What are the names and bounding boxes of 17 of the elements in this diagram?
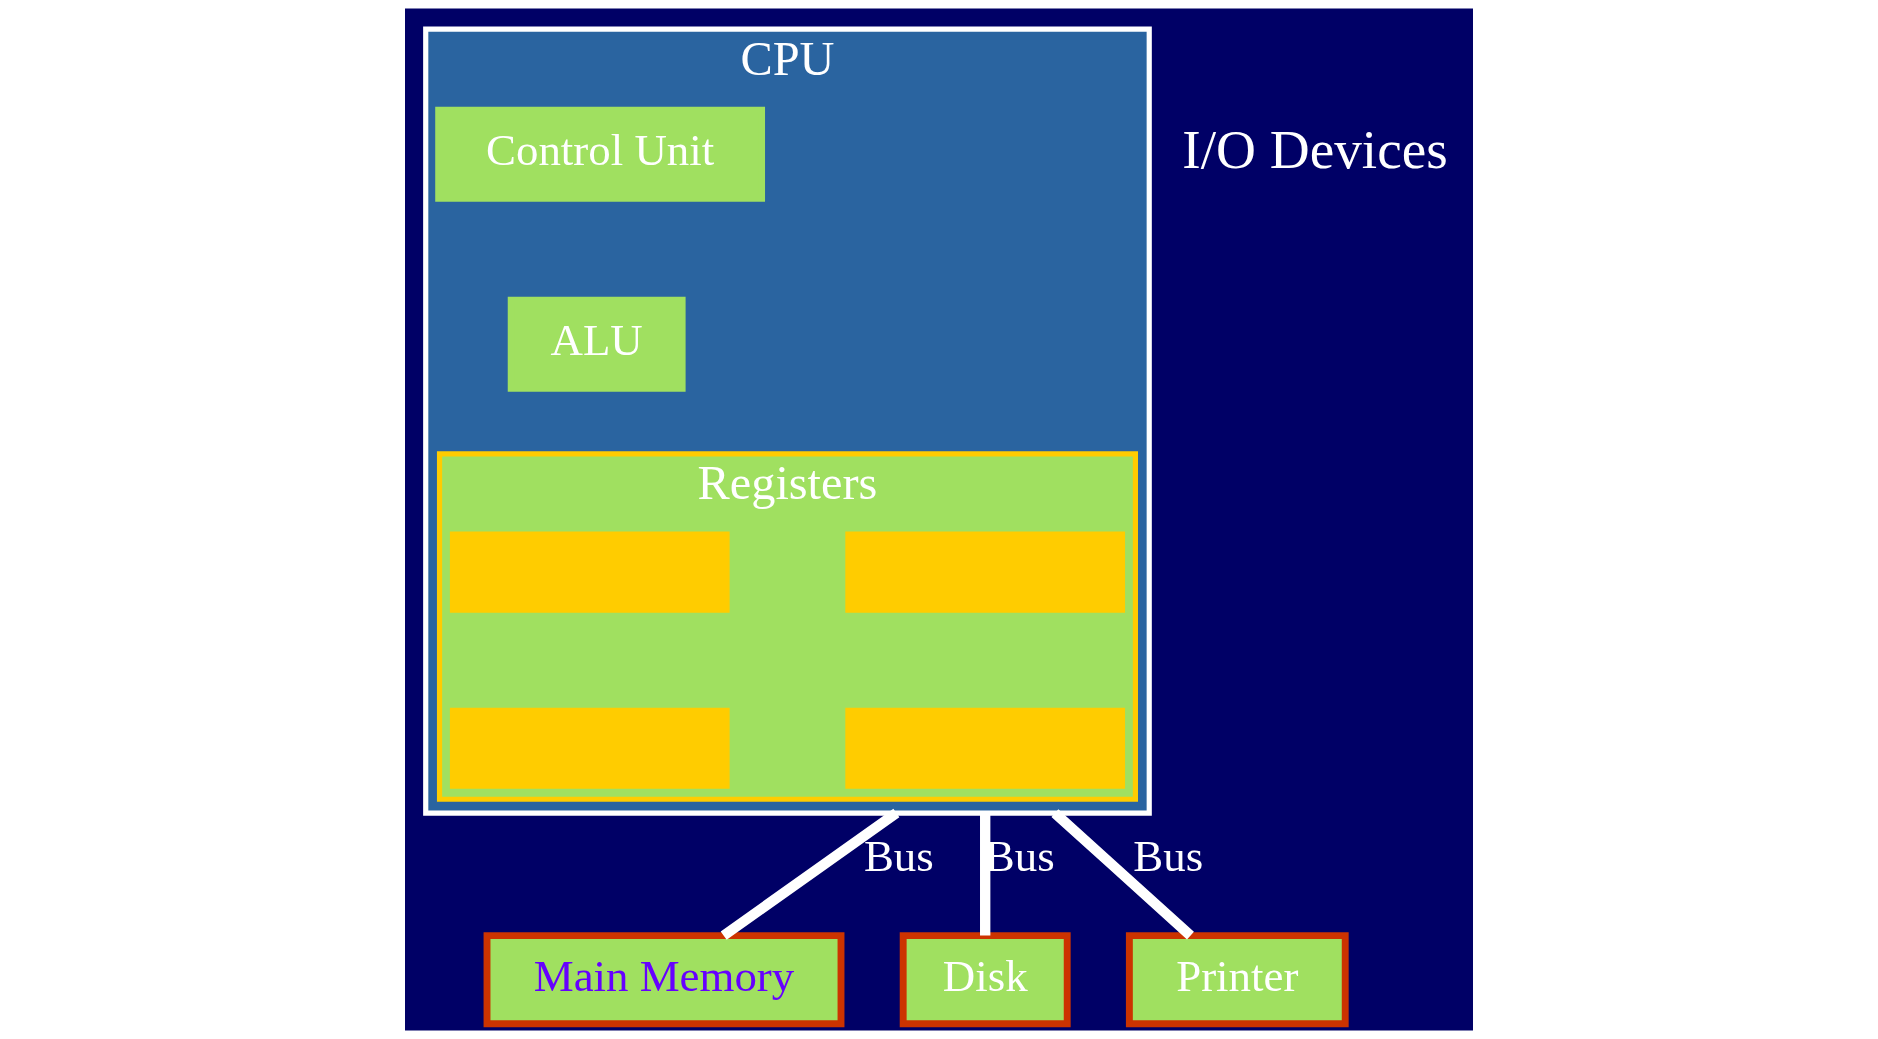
node-box bbox=[845, 531, 1126, 613]
node-box: Main Memory bbox=[483, 932, 845, 1028]
edge-label: Bus bbox=[1133, 831, 1204, 882]
node-box bbox=[845, 707, 1126, 789]
connector bbox=[1051, 809, 1194, 940]
label: I/O Devices bbox=[1182, 119, 1448, 181]
edge-label: Bus bbox=[863, 831, 934, 882]
node-box: Control Unit bbox=[435, 106, 766, 202]
edge-label: Bus bbox=[984, 831, 1055, 882]
cluster: Registers bbox=[436, 451, 1138, 802]
node-box: Printer bbox=[1125, 932, 1349, 1028]
node-box: ALU bbox=[507, 296, 686, 392]
node-box bbox=[449, 707, 730, 789]
connector bbox=[980, 813, 991, 936]
node-box: Disk bbox=[899, 932, 1071, 1028]
node-box bbox=[449, 531, 730, 613]
connector bbox=[720, 808, 900, 940]
